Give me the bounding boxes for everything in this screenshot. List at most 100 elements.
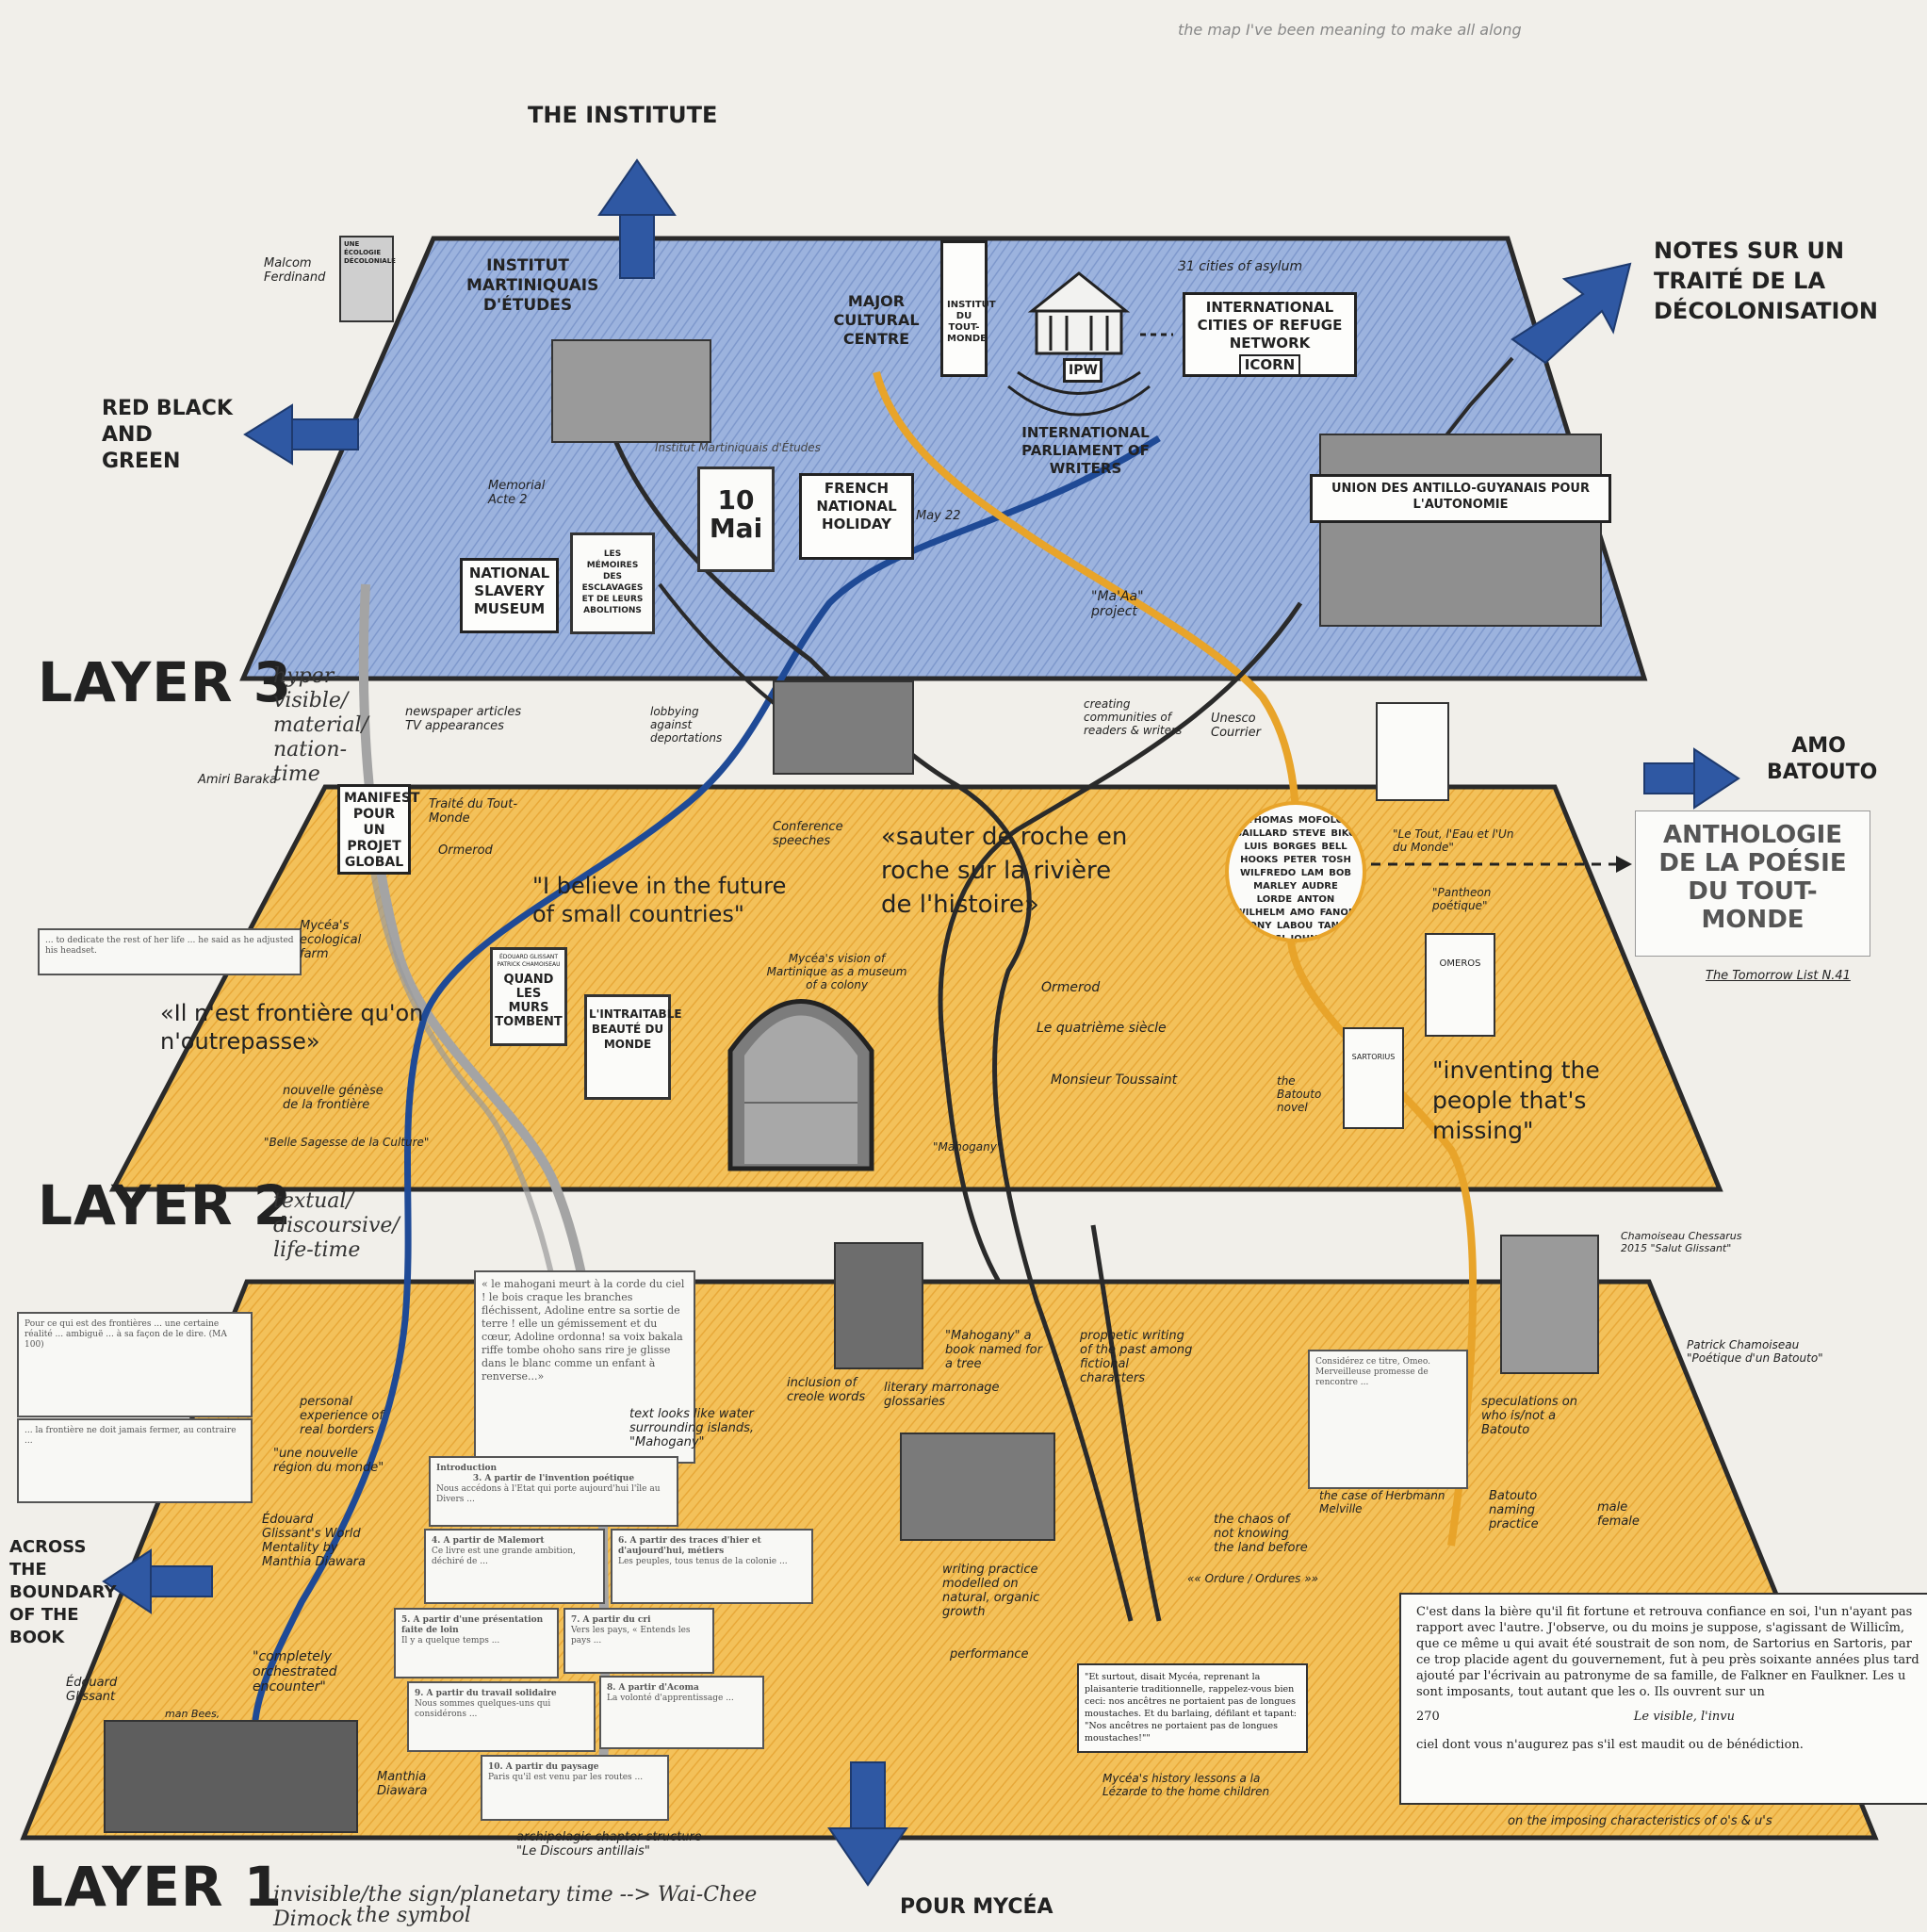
layer2-desc: textual/ discoursive/ life-time bbox=[273, 1189, 400, 1262]
note-edouard-glissant: Édouard Glissant bbox=[66, 1676, 118, 1704]
note-quatrieme-siecle: Le quatrième siècle bbox=[1037, 1021, 1167, 1036]
book-decolonial-title: UNE ÉCOLOGIE DÉCOLONIALE bbox=[344, 240, 396, 265]
layer3-title: LAYER 3 bbox=[38, 650, 293, 714]
photo-union-meeting bbox=[1319, 434, 1602, 627]
label-parliament: INTERNATIONAL PARLIAMENT OF WRITERS bbox=[1021, 424, 1150, 477]
poster-10-mai: 10 Mai bbox=[697, 467, 775, 572]
note-ordure: «« Ordure / Ordures »» bbox=[1187, 1572, 1319, 1585]
note-mycea-history: Mycéa's history lessons a la Lézarde to … bbox=[1102, 1772, 1270, 1798]
photo-glissant-speaking bbox=[773, 680, 914, 775]
note-writing-practice: writing practice modelled on natural, or… bbox=[942, 1563, 1040, 1619]
tunnel-dome-image bbox=[727, 999, 874, 1171]
layer1-title: LAYER 1 bbox=[28, 1855, 284, 1919]
label-slavery-museum: NATIONAL SLAVERY MUSEUM bbox=[460, 558, 559, 633]
note-patrick-chamoiseau: Patrick Chamoiseau "Poétique d'un Batout… bbox=[1687, 1338, 1823, 1365]
quote-inventing-people: "inventing the people that's missing" bbox=[1432, 1056, 1600, 1144]
layer3-desc: hyper-visible/ material/ nation-time bbox=[273, 664, 368, 786]
book-unesco bbox=[1376, 702, 1449, 801]
label-pour-mycea: POUR MYCÉA bbox=[900, 1895, 1053, 1919]
note-unesco: Unesco Courrier bbox=[1211, 712, 1261, 740]
chapter-card-10: 10. A partir du paysage Paris qu'il est … bbox=[481, 1755, 669, 1821]
book-murs-title: QUAND LES MURS TOMBENT bbox=[495, 973, 563, 1029]
book-sartorius-title: SARTORIUS bbox=[1351, 1053, 1396, 1061]
photo-chamoiseau-beach bbox=[1500, 1235, 1599, 1374]
note-batouto-novel: the Batouto novel bbox=[1277, 1074, 1322, 1114]
label-across-boundary: ACROSS THE BOUNDARY OF THE BOOK bbox=[9, 1537, 117, 1647]
poster-esclavages-text: LES MÉMOIRES DES ESCLAVAGES ET DE LEURS … bbox=[581, 549, 644, 615]
photo-mahogany-tree bbox=[834, 1242, 923, 1369]
anthology-poster: ANTHOLOGIE DE LA POÉSIE DU TOUT-MONDE bbox=[1635, 810, 1870, 957]
photo-institut-building bbox=[551, 339, 711, 443]
chapter-sec3: 3. A partir de l'invention poétique bbox=[472, 1474, 635, 1483]
chapter-card-5: 5. A partir d'une présentation faite de … bbox=[394, 1608, 559, 1678]
page-270: C'est dans la bière qu'il fit fortune et… bbox=[1399, 1593, 1927, 1805]
page-running-head: Le visible, l'invu bbox=[1633, 1710, 1736, 1724]
textclip-border-essay: Pour ce qui est des frontières ... une c… bbox=[17, 1312, 253, 1417]
layer2-title: LAYER 2 bbox=[38, 1173, 293, 1237]
chapter-card-7: 7. A partir du cri Vers les pays, « Ente… bbox=[563, 1608, 714, 1674]
label-red-black-green: RED BLACK AND GREEN bbox=[102, 397, 233, 473]
note-nouvelle-region: "une nouvelle région du monde" bbox=[273, 1447, 384, 1475]
layer1-desc-2: the symbol bbox=[356, 1904, 471, 1927]
arrow-red-black-green bbox=[243, 403, 359, 466]
note-creole-words: inclusion of creole words bbox=[787, 1376, 866, 1404]
note-lobbying: lobbying against deportations bbox=[650, 705, 723, 745]
anthology-arrowhead bbox=[1616, 856, 1632, 873]
chapter-sec6: 6. A partir des traces d'hier et d'aujou… bbox=[618, 1536, 761, 1556]
quote-small-countries: "I believe in the future of small countr… bbox=[532, 873, 787, 927]
note-traite-tout-monde: Traité du Tout-Monde bbox=[429, 797, 518, 826]
page-270-text-2: ciel dont vous n'augurez pas s'il est ma… bbox=[1416, 1738, 1804, 1752]
label-institut-martiniquais: INSTITUT MARTINIQUAIS D'ÉTUDES bbox=[466, 256, 599, 315]
parliament-temple-icon bbox=[1007, 271, 1151, 417]
arrow-institute bbox=[597, 158, 677, 279]
note-chamoiseau-photo: Chamoiseau Chessarus 2015 "Salut Glissan… bbox=[1621, 1230, 1742, 1254]
anthology-title: ANTHOLOGIE DE LA POÉSIE DU TOUT-MONDE bbox=[1658, 821, 1847, 934]
note-speculations: speculations on who is/not a Batouto bbox=[1481, 1395, 1577, 1437]
label-icorn-abbr: ICORN bbox=[1238, 354, 1301, 376]
label-icorn: INTERNATIONAL CITIES OF REFUGE NETWORK bbox=[1197, 299, 1343, 352]
note-chaos: the chaos of not knowing the land before bbox=[1214, 1513, 1308, 1555]
textclip-border-essay-2: ... la frontière ne doit jamais fermer, … bbox=[17, 1418, 253, 1503]
quote-frontiere: «Il n'est frontière qu'on n'outrepasse» bbox=[160, 1000, 424, 1055]
book-intraitable: L'INTRAITABLE BEAUTÉ DU MONDE bbox=[584, 994, 682, 1100]
note-belle-sagesse: "Belle Sagesse de la Culture" bbox=[264, 1136, 430, 1149]
note-male-female: male female bbox=[1597, 1500, 1640, 1529]
chapter-sec9: 9. A partir du travail solidaire bbox=[415, 1689, 557, 1698]
note-monsieur-toussaint: Monsieur Toussaint bbox=[1051, 1072, 1178, 1088]
note-case-melville: the case of Herbmann Melville bbox=[1319, 1489, 1445, 1515]
black-path-2 bbox=[938, 601, 1303, 1284]
arrow-amo-batouto bbox=[1643, 747, 1740, 810]
mahogany-text: « le mahogani meurt à la corde du ciel !… bbox=[482, 1278, 685, 1383]
chapter-card-4: 4. A partir de Malemort Ce livre est une… bbox=[424, 1529, 605, 1604]
arrow-across-boundary bbox=[102, 1548, 213, 1614]
top-note: the map I've been meaning to make all al… bbox=[1178, 21, 1522, 39]
layer1-desc: invisible/the sign/planetary time --> Wa… bbox=[273, 1883, 758, 1931]
card-surtout-quote: "Et surtout, disait Mycéa, reprenant la … bbox=[1077, 1663, 1308, 1753]
label-major-centre: MAJOR CULTURAL CENTRE bbox=[833, 292, 920, 348]
textclip-melville: Considérez ce titre, Omeo. Merveilleuse … bbox=[1308, 1350, 1468, 1489]
label-french-holiday: FRENCH NATIONAL HOLIDAY bbox=[799, 473, 914, 560]
note-pantheon: "Pantheon poétique" bbox=[1432, 886, 1492, 912]
black-path bbox=[610, 433, 1134, 1622]
chapter-card-intro: Introduction 3. A partir de l'invention … bbox=[429, 1456, 678, 1527]
note-institut: Institut Martiniquais d'Études bbox=[655, 441, 821, 454]
note-manthia-diawara: Manthia Diawara bbox=[377, 1770, 428, 1798]
photo-writer-at-sea bbox=[900, 1433, 1055, 1541]
box-icorn: INTERNATIONAL CITIES OF REFUGE NETWORK I… bbox=[1183, 292, 1357, 377]
arrow-pour-mycea bbox=[827, 1761, 908, 1887]
note-glissant-world-mentality: Édouard Glissant's World Mentality by Ma… bbox=[262, 1513, 366, 1569]
chapter-sec5: 5. A partir d'une présentation faite de … bbox=[401, 1615, 544, 1635]
label-amo-batouto: AMO BATOUTO bbox=[1767, 734, 1878, 784]
label-the-institute: THE INSTITUTE bbox=[528, 102, 718, 128]
note-mahogany-2: "Mahogany" bbox=[933, 1140, 1003, 1154]
note-malcom: Malcom Ferdinand bbox=[264, 256, 326, 285]
quote-sauter-de-roche: «sauter de roche en roche sur la rivière… bbox=[881, 823, 1128, 919]
note-nouvelle-genese: nouvelle génèse de la frontière bbox=[283, 1084, 384, 1112]
note-mycea-vision: Mycéa's vision of Martinique as a museum… bbox=[766, 952, 907, 991]
note-performance: performance bbox=[950, 1647, 1029, 1662]
note-archipelagic: archipelagic chapter structure "Le Disco… bbox=[516, 1830, 702, 1858]
blue-path bbox=[251, 435, 1161, 1735]
sign-institut-tout-monde: INSTITUT DU TOUT-MONDE bbox=[940, 240, 996, 377]
note-amiri: Amiri Baraka bbox=[198, 773, 277, 787]
chapter-card-8: 8. A partir d'Acoma La volonté d'apprent… bbox=[599, 1676, 764, 1749]
